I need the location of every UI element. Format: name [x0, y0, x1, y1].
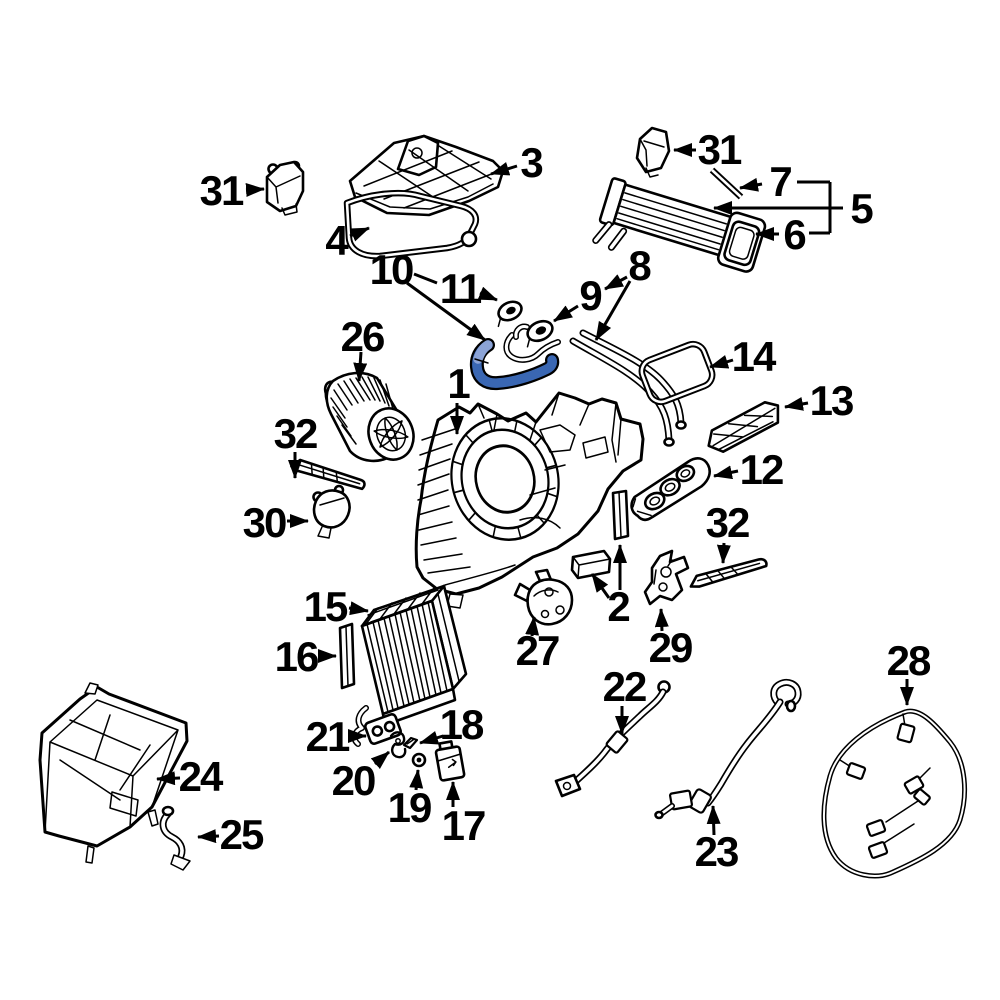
part-18-clip: [402, 736, 419, 750]
part-7-seal-strip: [709, 167, 744, 200]
part-label-13: 13: [809, 377, 855, 424]
part-label-32-left: 32: [273, 410, 319, 457]
part-28-wiring-harness: [821, 708, 968, 879]
part-17-expansion-valve: [434, 740, 466, 782]
leader-8-upper: [604, 274, 628, 291]
part-9-grommet: [526, 319, 554, 348]
part-label-16: 16: [274, 633, 320, 680]
leader-lines: [156, 143, 914, 844]
part-label-17: 17: [441, 802, 487, 849]
part-label-1: 1: [447, 360, 470, 407]
leader-26: [353, 351, 368, 382]
part-label-4: 4: [325, 217, 348, 264]
leader-12: [713, 465, 739, 480]
part-13-cover: [707, 401, 780, 453]
part-20-clamp: [389, 731, 407, 759]
part-label-28: 28: [886, 637, 932, 684]
part-30-actuator: [312, 484, 351, 539]
leader-9: [553, 304, 579, 323]
part-11-grommet: [497, 300, 523, 328]
part-label-12: 12: [739, 446, 785, 493]
part-31-actuator-left: [265, 160, 305, 216]
leader-3: [490, 162, 518, 176]
part-23-ac-hose: [654, 678, 802, 820]
part-label-19: 19: [387, 784, 433, 831]
leader-14: [709, 355, 734, 369]
part-12-bracket: [630, 457, 711, 522]
part-label-9: 9: [579, 272, 602, 319]
part-label-3: 3: [520, 139, 543, 186]
leader-25: [197, 829, 220, 844]
part-32-strip-right: [689, 557, 768, 588]
part-24-intake-box: [38, 682, 189, 864]
highlight-hose-tip: [473, 340, 493, 364]
part-31-actuator-right: [635, 126, 671, 178]
leader-11: [477, 286, 498, 302]
part-label-21: 21: [305, 713, 351, 760]
leader-4: [349, 226, 370, 242]
part-25-drain-hose: [159, 805, 191, 871]
part-19-oring: [411, 752, 427, 768]
leader-10: [406, 281, 486, 342]
part-label-23: 23: [694, 828, 740, 875]
part-label-11: 11: [439, 265, 482, 312]
part-label-26: 26: [340, 313, 386, 360]
part-label-15: 15: [303, 583, 349, 630]
part-label-14: 14: [731, 333, 777, 380]
leader-19: [409, 769, 424, 791]
part-22-ac-hose: [554, 680, 671, 798]
part-5-heater-core-assembly: [592, 177, 767, 273]
part-label-32-right: 32: [705, 499, 751, 546]
leader-18: [419, 731, 444, 745]
leader-32-right: [716, 542, 731, 564]
part-14-seal: [638, 340, 716, 406]
part-label-30: 30: [242, 499, 288, 546]
part-32-strip-left: [290, 458, 366, 491]
part-label-27: 27: [515, 627, 561, 674]
leader-7-arrow: [739, 177, 763, 192]
part-label-31-left: 31: [199, 167, 245, 214]
part-29-bracket: [643, 549, 690, 606]
leader-20: [370, 750, 390, 770]
part-label-7: 7: [769, 158, 792, 205]
part-label-24: 24: [178, 753, 224, 800]
part-6-end-tank: [716, 211, 767, 273]
part-10-highlighted-hose: [469, 338, 560, 391]
leader-31-left: [245, 183, 265, 197]
part-label-18: 18: [439, 701, 485, 748]
part-1-housing: [414, 391, 645, 609]
part-2-seal-block: [570, 489, 630, 580]
leader-29: [654, 608, 669, 632]
part-27-actuator: [513, 568, 574, 626]
part-label-6: 6: [783, 211, 806, 258]
leader-23: [706, 805, 721, 836]
leader-27: [525, 616, 540, 637]
part-3-cover: [348, 134, 505, 217]
part-label-20: 20: [331, 757, 377, 804]
part-label-2: 2: [607, 583, 630, 630]
part-label-8: 8: [628, 242, 651, 289]
leader-8-lower: [594, 280, 632, 341]
part-label-25: 25: [219, 811, 265, 858]
part-16-seal-strip: [338, 622, 356, 690]
leader-24: [156, 771, 181, 786]
part-label-10: 10: [369, 246, 415, 293]
leader-2-block: [590, 573, 611, 599]
leader-13: [784, 397, 809, 411]
part-label-31-right: 31: [697, 126, 743, 173]
part-26-blower-motor: [323, 371, 415, 463]
part-label-5: 5: [850, 185, 873, 232]
leader-15: [348, 601, 369, 616]
part-label-22: 22: [602, 663, 648, 710]
hose-behind-part-10: [503, 323, 561, 363]
part-label-29: 29: [648, 624, 694, 671]
leader-10-11-connector: [413, 272, 438, 285]
part-4-gasket: [343, 189, 480, 260]
